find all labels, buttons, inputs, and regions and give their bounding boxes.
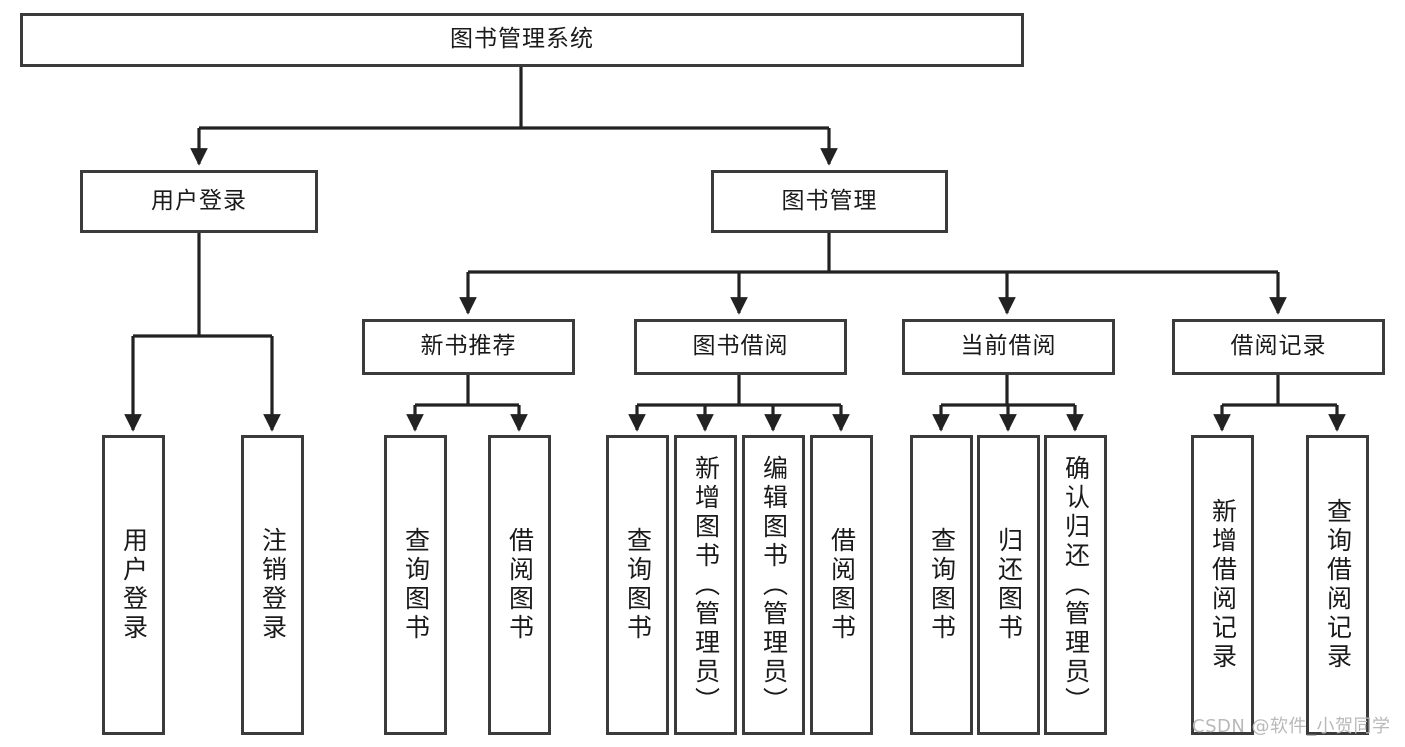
node-leaf-query-book-2[interactable]: 查询图书	[606, 435, 669, 735]
node-leaf-add-book-label: 新增图书（管理员）	[691, 454, 721, 716]
node-leaf-query-book-1-label: 查询图书	[401, 527, 431, 643]
node-leaf-logout-label: 注销登录	[258, 527, 288, 643]
node-leaf-query-book-3-label: 查询图书	[927, 527, 957, 643]
node-leaf-query-book-3[interactable]: 查询图书	[910, 435, 973, 735]
node-leaf-logout[interactable]: 注销登录	[241, 435, 304, 735]
node-leaf-query-book-2-label: 查询图书	[623, 527, 653, 643]
node-leaf-query-record-label: 查询借阅记录	[1323, 498, 1353, 672]
node-borrow-record-label: 借阅记录	[1230, 333, 1327, 360]
node-leaf-add-book[interactable]: 新增图书（管理员）	[674, 435, 737, 735]
node-book-borrow[interactable]: 图书借阅	[634, 319, 847, 375]
node-leaf-borrow-book-1-label: 借阅图书	[505, 527, 535, 643]
node-book-manage-label: 图书管理	[781, 187, 878, 214]
node-leaf-add-record[interactable]: 新增借阅记录	[1191, 435, 1254, 735]
node-root[interactable]: 图书管理系统	[20, 13, 1024, 67]
node-leaf-return-book-label: 归还图书	[994, 527, 1024, 643]
node-leaf-borrow-book-2[interactable]: 借阅图书	[810, 435, 873, 735]
node-leaf-edit-book-label: 编辑图书（管理员）	[759, 454, 789, 716]
node-new-book-rec[interactable]: 新书推荐	[362, 319, 575, 375]
node-leaf-query-book-1[interactable]: 查询图书	[384, 435, 447, 735]
node-book-manage[interactable]: 图书管理	[711, 170, 948, 233]
node-leaf-user-login[interactable]: 用户登录	[102, 435, 165, 735]
node-leaf-return-book[interactable]: 归还图书	[977, 435, 1040, 735]
node-current-borrow[interactable]: 当前借阅	[902, 319, 1115, 375]
node-new-book-rec-label: 新书推荐	[420, 333, 517, 360]
node-leaf-query-record[interactable]: 查询借阅记录	[1306, 435, 1369, 735]
node-user-login-label: 用户登录	[151, 187, 247, 214]
node-user-login[interactable]: 用户登录	[80, 170, 318, 233]
node-leaf-edit-book[interactable]: 编辑图书（管理员）	[742, 435, 805, 735]
node-leaf-confirm-return-label: 确认归还（管理员）	[1061, 454, 1091, 716]
node-leaf-borrow-book-1[interactable]: 借阅图书	[488, 435, 551, 735]
node-root-label: 图书管理系统	[450, 26, 594, 53]
node-leaf-user-login-label: 用户登录	[119, 527, 149, 643]
csdn-watermark: CSDN @软件_小贺同学	[1192, 716, 1391, 737]
node-current-borrow-label: 当前借阅	[960, 333, 1057, 360]
node-leaf-add-record-label: 新增借阅记录	[1208, 498, 1238, 672]
node-leaf-confirm-return[interactable]: 确认归还（管理员）	[1044, 435, 1107, 735]
node-leaf-borrow-book-2-label: 借阅图书	[827, 527, 857, 643]
node-book-borrow-label: 图书借阅	[692, 333, 789, 360]
node-borrow-record[interactable]: 借阅记录	[1172, 319, 1385, 375]
